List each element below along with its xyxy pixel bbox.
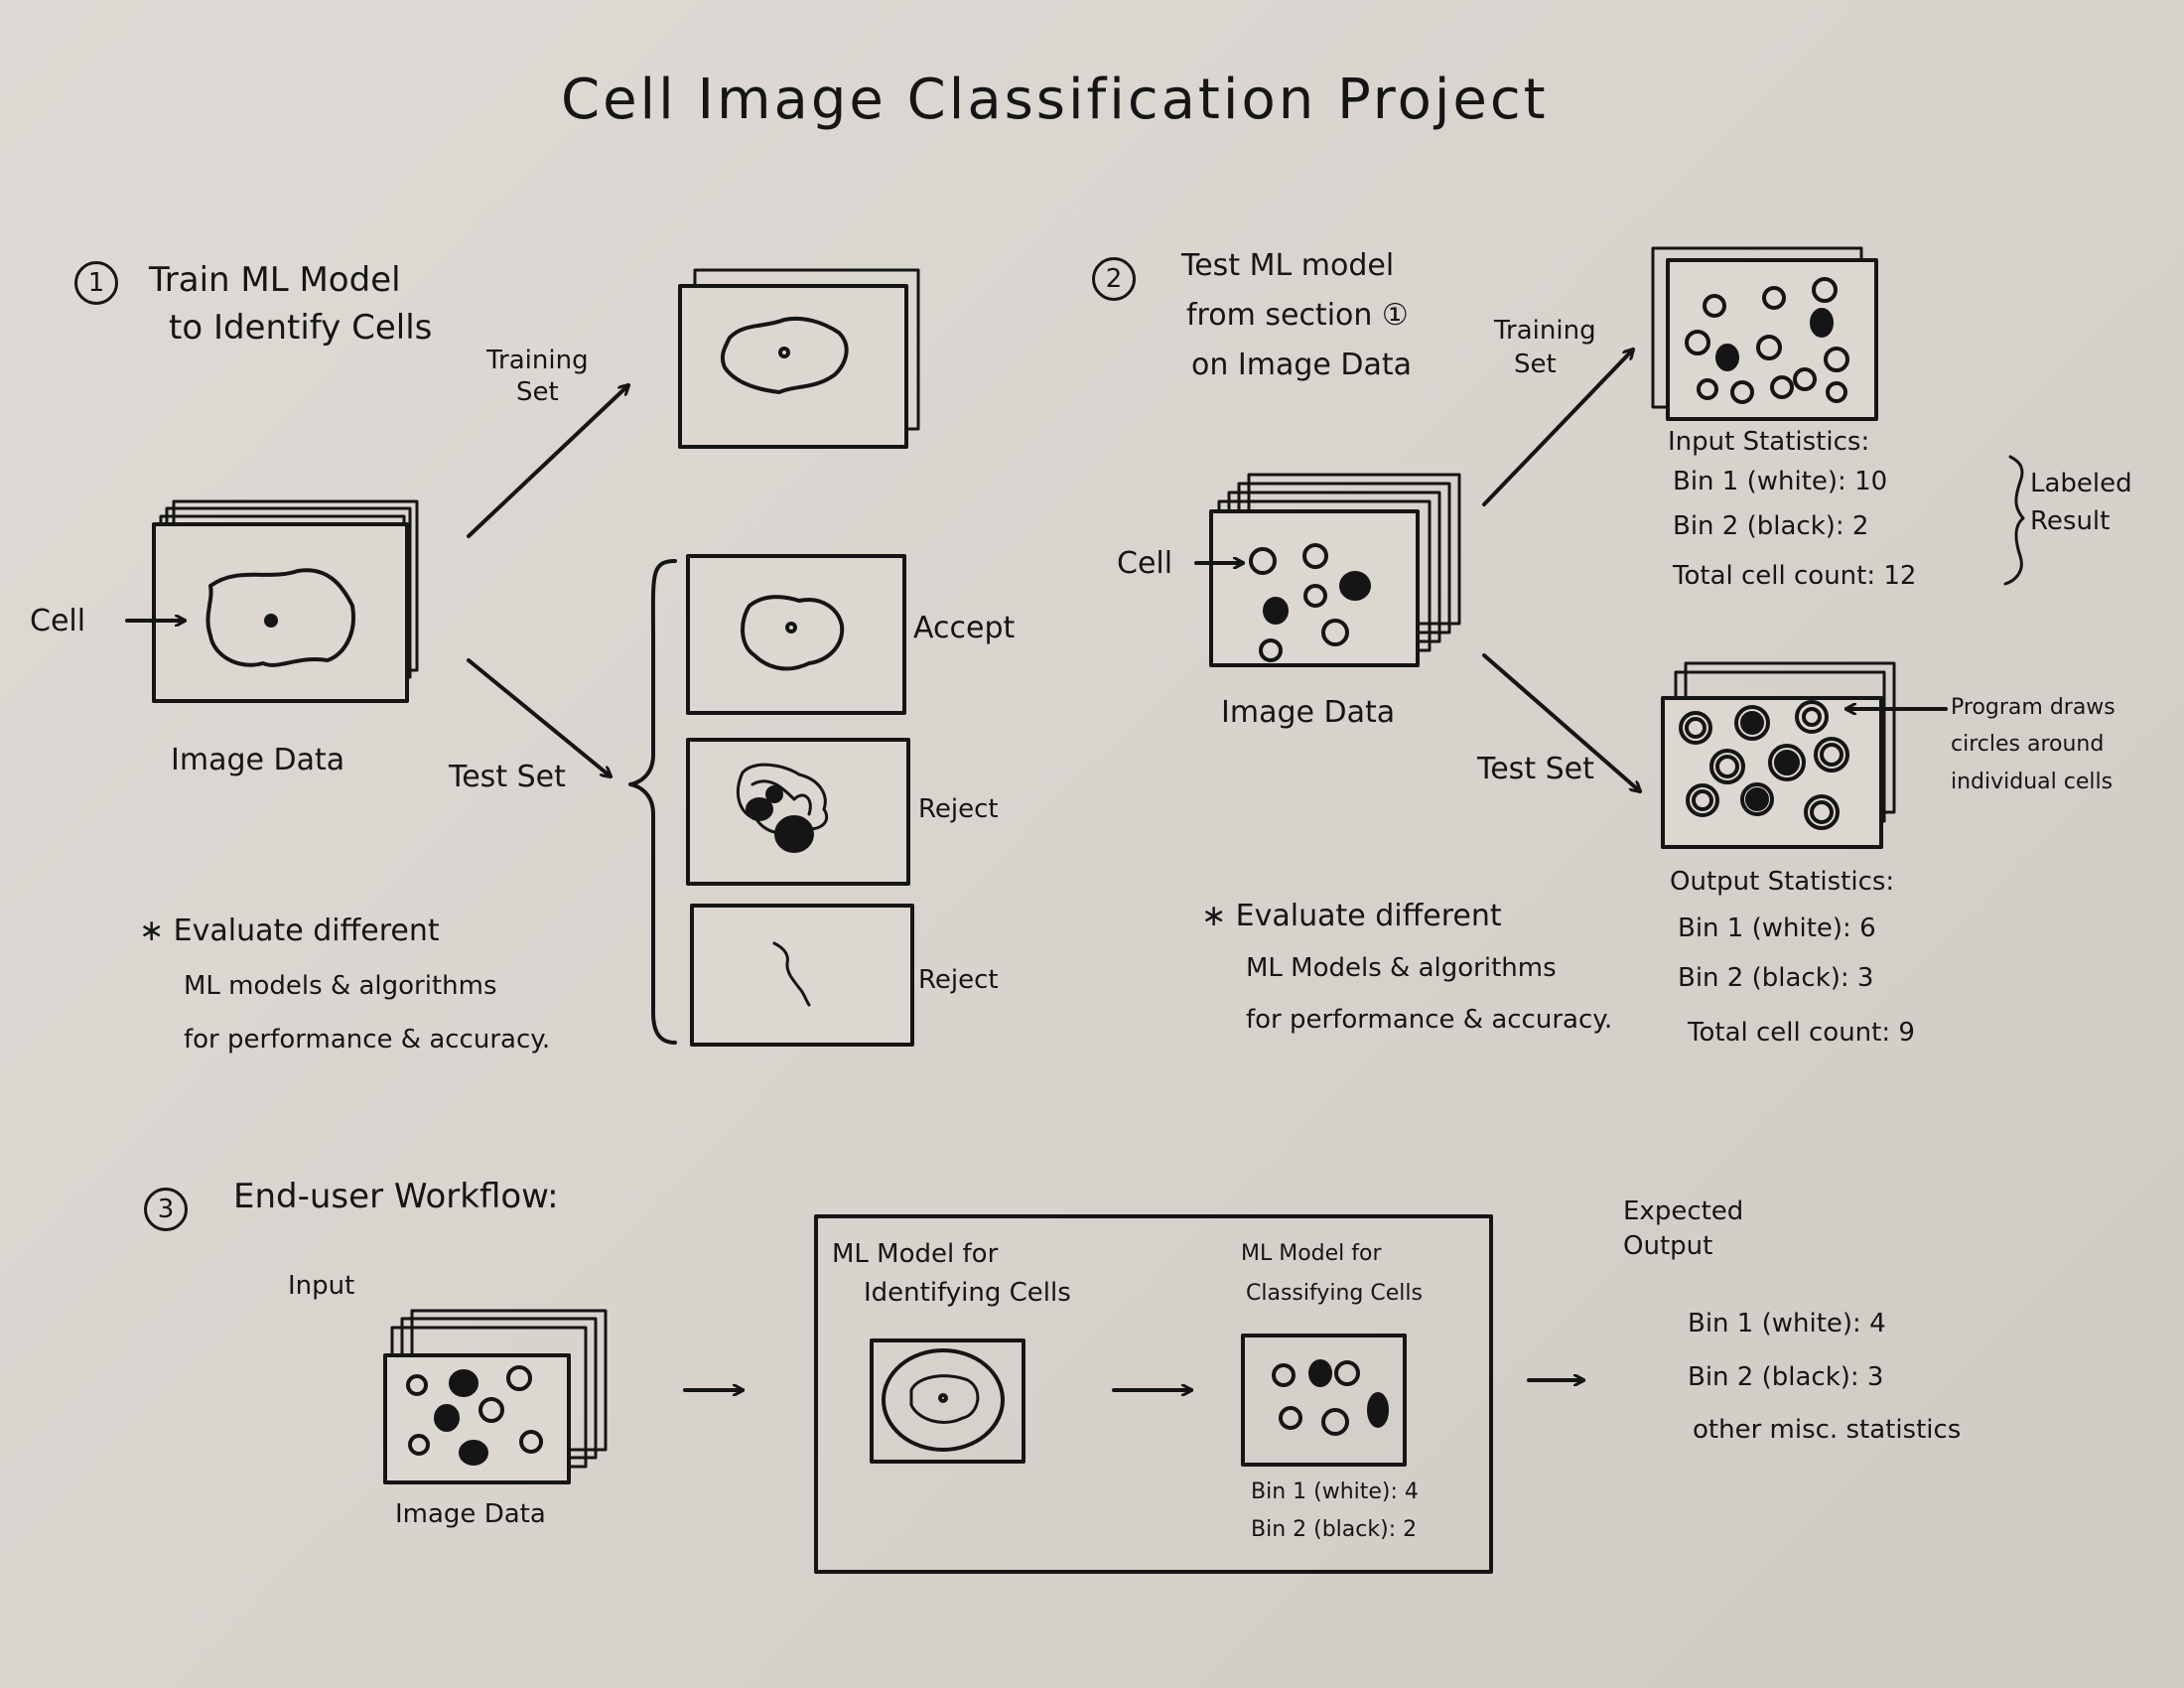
s1-training-arrow <box>467 385 628 538</box>
s2-note-line3: for performance & accuracy. <box>1246 1005 1613 1035</box>
s2-labeled-result-2: Result <box>2030 506 2111 536</box>
s1-cell-outline <box>205 568 355 667</box>
s1-reject-frame-1 <box>686 738 910 886</box>
s2-output-stats-bin1: Bin 1 (white): 6 <box>1678 914 1876 943</box>
s3-expected-misc: other misc. statistics <box>1693 1415 1962 1445</box>
s3-model2-bin1: Bin 1 (white): 4 <box>1251 1479 1419 1504</box>
s1-heading-line2: to Identify Cells <box>169 308 433 348</box>
s1-cell-nucleus <box>264 614 278 628</box>
s1-image-data-stack <box>152 499 419 703</box>
s2-heading-line1: Test ML model <box>1181 248 1395 283</box>
s3-input-label: Input <box>288 1271 355 1301</box>
s2-output-frame <box>1661 661 1896 849</box>
s2-input-stats-bin1: Bin 1 (white): 10 <box>1673 467 1888 496</box>
s1-result-accept: Accept <box>913 611 1016 645</box>
s1-note-line2: ML models & algorithms <box>184 971 497 1001</box>
s2-input-stats-total: Total cell count: 12 <box>1673 561 1917 591</box>
s1-cell-label: Cell <box>30 604 86 638</box>
s3-expected-line2: Output <box>1623 1231 1713 1261</box>
s1-note-line1: ∗ Evaluate different <box>139 914 440 948</box>
s2-program-note-2: circles around <box>1951 732 2105 757</box>
s2-output-stats-total: Total cell count: 9 <box>1688 1018 1915 1048</box>
s3-model2-line1: ML Model for <box>1241 1241 1382 1266</box>
s2-output-stats-bin2: Bin 2 (black): 3 <box>1678 963 1874 993</box>
s2-output-stats-heading: Output Statistics: <box>1670 867 1895 897</box>
s1-heading-line1: Train ML Model <box>149 260 401 300</box>
s1-test-set-label: Test Set <box>449 760 566 794</box>
s2-labeled-result-1: Labeled <box>2030 469 2132 498</box>
s1-brace <box>628 559 677 1045</box>
s3-image-data-stack <box>383 1309 608 1484</box>
s3-model1-line1: ML Model for <box>832 1239 999 1269</box>
s3-model2-frame <box>1241 1334 1407 1467</box>
s2-labeled-brace <box>2003 455 2025 586</box>
s1-reject-frame-2 <box>690 904 914 1047</box>
s2-note-line1: ∗ Evaluate different <box>1201 899 1502 933</box>
page-title: Cell Image Classification Project <box>561 68 1549 132</box>
s1-note-line3: for performance & accuracy. <box>184 1025 551 1055</box>
s2-number: 2 <box>1092 256 1136 301</box>
s1-training-frame <box>678 268 920 449</box>
s2-note-line2: ML Models & algorithms <box>1246 953 1557 983</box>
s3-model2-bin2: Bin 2 (black): 2 <box>1251 1517 1418 1542</box>
s1-accept-frame <box>686 554 906 715</box>
s3-heading: End-user Workflow: <box>233 1177 559 1216</box>
s3-image-data-label: Image Data <box>395 1499 546 1529</box>
s1-result-reject-2: Reject <box>918 965 999 995</box>
s1-training-label-1: Training <box>486 346 589 375</box>
s2-program-note-1: Program draws <box>1951 695 2116 720</box>
s2-input-stats-bin2: Bin 2 (black): 2 <box>1673 511 1869 541</box>
s1-training-label-2: Set <box>516 377 559 407</box>
s2-training-frame <box>1651 246 1878 421</box>
s2-training-label-1: Training <box>1494 316 1596 346</box>
s2-cell-label: Cell <box>1117 546 1173 581</box>
s3-model1-frame <box>870 1338 1025 1464</box>
s1-number: 1 <box>74 260 118 305</box>
s2-heading-line3: on Image Data <box>1191 348 1413 382</box>
s2-training-label-2: Set <box>1514 350 1557 379</box>
s1-test-arrow <box>467 658 611 776</box>
s2-test-set-label: Test Set <box>1477 752 1594 786</box>
s3-number: 3 <box>144 1187 188 1231</box>
s1-result-reject-1: Reject <box>918 794 999 824</box>
s3-model1-line2: Identifying Cells <box>864 1278 1071 1308</box>
s3-expected-bin2: Bin 2 (black): 3 <box>1688 1362 1884 1392</box>
s2-input-stats-heading: Input Statistics: <box>1668 427 1870 457</box>
s3-expected-bin1: Bin 1 (white): 4 <box>1688 1309 1886 1338</box>
s2-heading-line2: from section ① <box>1186 298 1409 333</box>
s3-expected-line1: Expected <box>1623 1196 1744 1226</box>
s2-image-data-label: Image Data <box>1221 695 1396 730</box>
s2-program-note-3: individual cells <box>1951 770 2114 794</box>
s2-image-data-stack <box>1209 473 1461 667</box>
s2-training-arrow <box>1482 350 1633 506</box>
s2-test-arrow <box>1482 653 1640 791</box>
s3-model-box <box>814 1214 1493 1574</box>
s1-image-data-label: Image Data <box>171 743 345 777</box>
s3-model2-line2: Classifying Cells <box>1246 1281 1423 1306</box>
